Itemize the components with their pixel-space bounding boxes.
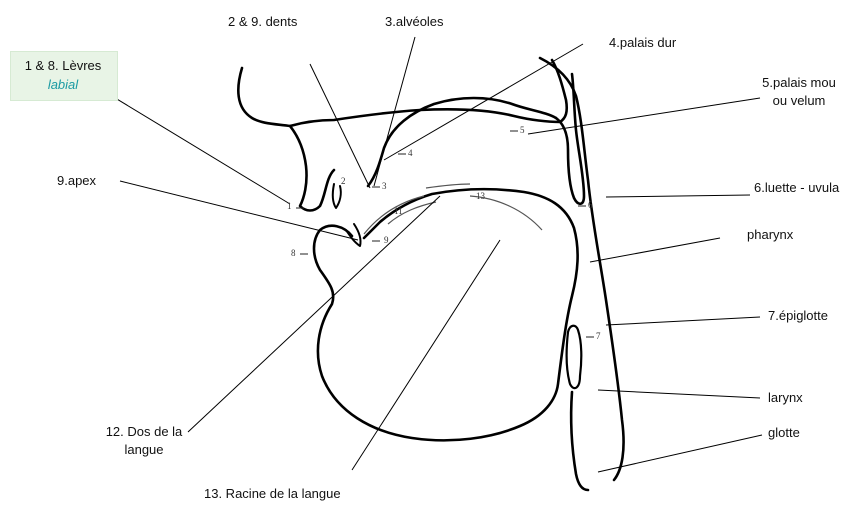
label-labial: labial (10, 77, 116, 93)
label-luette: 6.luette - uvula (754, 180, 839, 196)
marker-8: 8 (291, 248, 296, 258)
marker-1: 1 (287, 201, 292, 211)
marker-13: 13 (476, 191, 485, 201)
marker-3: 3 (382, 181, 387, 191)
lower-incisor (346, 224, 361, 246)
label-racine-langue: 13. Racine de la langue (204, 486, 341, 502)
label-alveoles: 3.alvéoles (385, 14, 444, 30)
larynx-front (571, 392, 588, 490)
marker-7: 7 (596, 331, 601, 341)
marker-5: 5 (520, 125, 525, 135)
lower-lip-tongue-outline (314, 189, 578, 440)
label-dos-langue-1: 12. Dos de la (82, 424, 206, 440)
label-epiglotte: 7.épiglotte (768, 308, 828, 324)
leader-dents (310, 64, 370, 188)
epiglottis-shape (567, 326, 582, 388)
label-larynx: larynx (768, 390, 803, 406)
label-palais-mou: 5.palais mou (744, 75, 854, 91)
leader-luette (606, 195, 750, 197)
marker-2: 2 (341, 176, 346, 186)
leader-epiglotte (606, 317, 760, 325)
marker-6: 6 (588, 200, 593, 210)
label-levres: 1 & 8. Lèvres (10, 58, 116, 74)
velum (556, 74, 584, 204)
marker-11: 11 (394, 206, 403, 216)
leader-apex (120, 181, 358, 240)
label-glotte: glotte (768, 425, 800, 441)
label-dents: 2 & 9. dents (228, 14, 297, 30)
label-dos-langue-2: langue (82, 442, 206, 458)
leader-pharynx (590, 238, 720, 262)
label-pharynx: pharynx (747, 227, 793, 243)
leader-palais-mou (528, 98, 760, 134)
leader-levres (102, 90, 290, 204)
tongue-arc-dos (426, 184, 470, 188)
marker-9: 9 (384, 235, 389, 245)
tongue-arc-13 (470, 196, 542, 230)
label-velum: ou velum (744, 93, 854, 109)
label-palais-dur: 4.palais dur (609, 35, 676, 51)
leader-dos (188, 196, 440, 432)
leader-racine (352, 240, 500, 470)
upper-lip-outline (290, 126, 334, 211)
leader-larynx (598, 390, 760, 398)
leader-palais-dur (384, 44, 583, 160)
marker-4: 4 (408, 148, 413, 158)
upper-face-outline (238, 60, 566, 126)
label-apex: 9.apex (57, 173, 96, 189)
upper-incisor (333, 184, 341, 208)
